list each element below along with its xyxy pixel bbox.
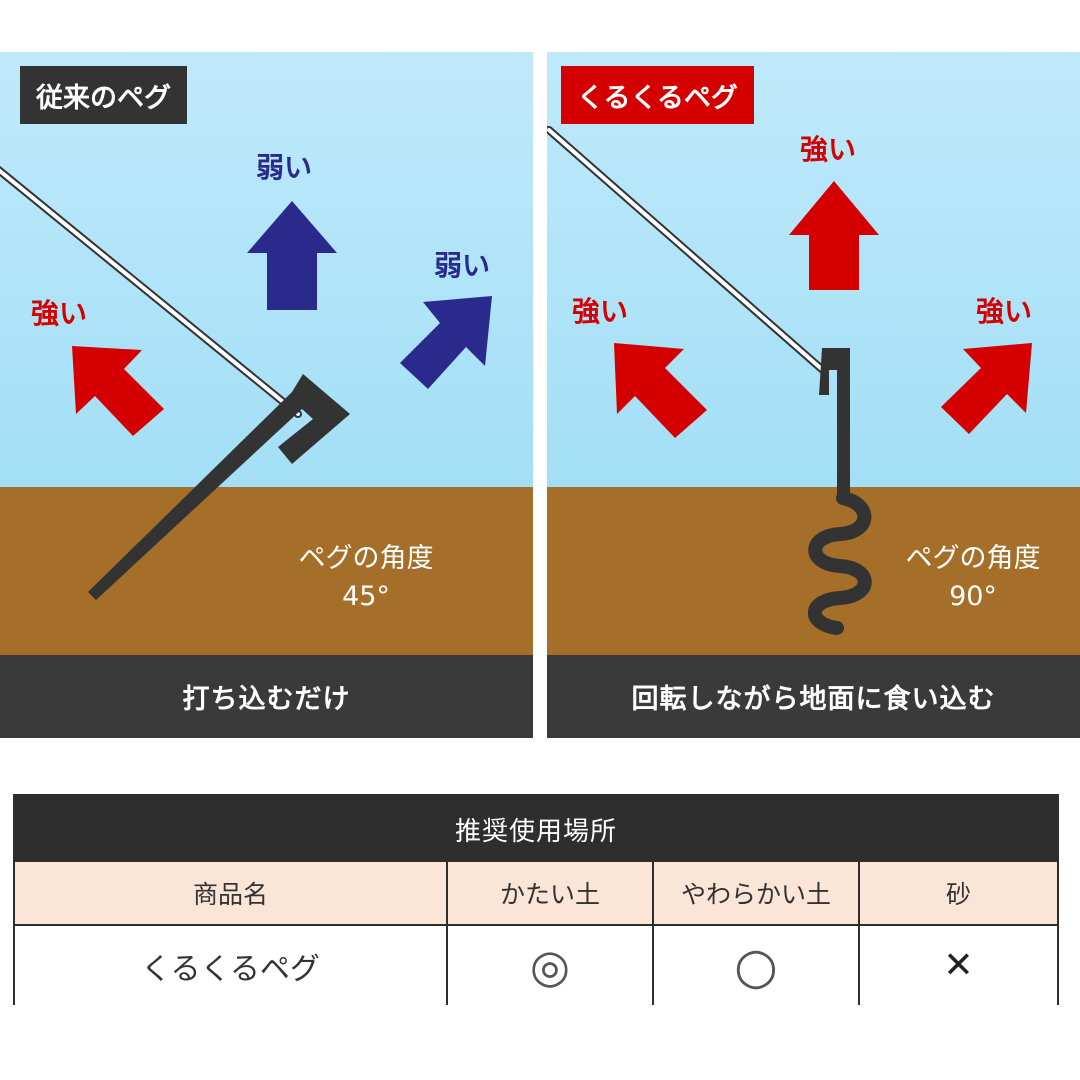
slanted-peg: [88, 374, 350, 600]
hard-soil-rating: ◎: [448, 926, 654, 1005]
conventional-peg-panel: 従来のペグ 弱い 弱い 強い ペグの角度 45° 打ち込むだけ: [0, 52, 533, 738]
ground: [547, 487, 1080, 655]
angle-title: ペグの角度: [905, 543, 1041, 574]
header-soft-soil: やわらかい土: [654, 862, 860, 924]
peg-angle-note: ペグの角度 90°: [883, 540, 1063, 616]
spiral-screw: [807, 491, 872, 635]
arrow-up-label: 弱い: [256, 151, 313, 184]
conventional-peg-caption: 打ち込むだけ: [0, 655, 533, 738]
angle-value: 90°: [949, 581, 997, 612]
arrow-upright-label: 弱い: [434, 249, 491, 282]
angle-title: ペグの角度: [298, 543, 434, 574]
arrow-upright-weak: [400, 296, 492, 389]
angle-value: 45°: [342, 581, 390, 612]
arrow-upright-label: 強い: [976, 295, 1033, 328]
header-sand: 砂: [945, 880, 971, 909]
sand-rating: ✕: [860, 926, 1057, 1005]
arrow-upleft-label: 強い: [572, 295, 629, 328]
conventional-peg-tag: 従来のペグ: [20, 66, 187, 124]
kurukuru-peg-illustration: [547, 126, 1032, 635]
table-header-row: 商品名 かたい土 やわらかい土 砂: [15, 862, 1057, 924]
double-circle-icon: ◎: [529, 938, 571, 993]
table-row: くるくるペグ ◎ ○ ✕: [15, 924, 1057, 1005]
product-name-cell: くるくるペグ: [15, 926, 448, 1005]
recommended-usage-table: 推奨使用場所 商品名 かたい土 やわらかい土 砂 くるくるペグ ◎ ○ ✕: [13, 794, 1059, 1005]
table-title: 推奨使用場所: [15, 796, 1057, 862]
arrow-upleft-label: 強い: [31, 297, 88, 330]
arrow-upleft-strong: [72, 346, 164, 436]
arrow-up-weak: [247, 201, 337, 310]
vertical-peg: [819, 348, 850, 500]
header-hard-soil: かたい土: [448, 862, 654, 924]
kurukuru-peg-caption: 回転しながら地面に食い込む: [547, 655, 1080, 738]
ground: [0, 487, 533, 655]
arrow-up-label: 強い: [800, 133, 857, 166]
kurukuru-peg-panel: くるくるペグ 強い 強い 強い ペグの角度 90° 回転しながら地面に食い込む: [547, 52, 1080, 738]
arrow-upright-strong: [941, 343, 1032, 434]
cross-icon: ✕: [943, 945, 974, 986]
kurukuru-peg-tag: くるくるペグ: [561, 66, 754, 124]
conventional-peg-illustration: [0, 165, 492, 600]
soft-soil-rating: ○: [654, 926, 860, 1005]
circle-icon: ○: [734, 936, 778, 995]
header-product-name: 商品名: [15, 862, 448, 924]
arrow-upleft-strong: [614, 343, 707, 438]
arrow-up-strong: [789, 181, 879, 290]
sky: [0, 52, 533, 487]
peg-angle-note: ペグの角度 45°: [276, 540, 456, 616]
